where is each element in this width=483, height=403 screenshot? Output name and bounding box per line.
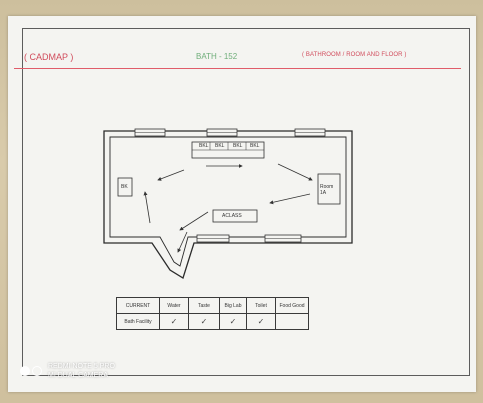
- arrow-left-down: [143, 191, 151, 224]
- top-box-cell-2: BKL: [215, 143, 225, 149]
- right-station-label: Room 1A: [320, 184, 334, 196]
- plan-inner-wall: [109, 136, 347, 267]
- table-row: Bath Facility ✓ ✓ ✓ ✓: [116, 313, 309, 330]
- checklist-table: CURRENT Water Taste Big Lab Toilet Food …: [116, 297, 309, 330]
- arrow-top-left: [157, 169, 185, 181]
- table-cell-check: ✓: [246, 313, 276, 330]
- table-header-cell: Big Lab: [219, 297, 247, 314]
- center-desk-label: ACLASS: [222, 213, 242, 219]
- header-right-title: ( BATHROOM / ROOM AND FLOOR ): [302, 52, 407, 58]
- table-cell-empty: [275, 313, 309, 330]
- camera-logo-icon: [20, 366, 42, 376]
- page-border: [22, 28, 470, 376]
- camera-watermark: REDMI NOTE 5 PRO MI DUAL CAMERA: [20, 362, 115, 380]
- plan-outer-wall: [103, 130, 353, 279]
- table-header-cell: Taste: [188, 297, 220, 314]
- arrow-entrance: [177, 231, 188, 253]
- left-station-label: BK: [121, 184, 128, 190]
- right-station-box: [317, 173, 341, 205]
- arrow-top-right: [277, 163, 313, 181]
- center-desk-box: [212, 209, 258, 223]
- table-cell-check: ✓: [159, 313, 189, 330]
- watermark-line-2: MI DUAL CAMERA: [48, 372, 109, 379]
- table-header-cell: CURRENT: [116, 297, 160, 314]
- header-divider: [14, 68, 461, 69]
- table-row-label: Bath Facility: [116, 313, 160, 330]
- table-cell-check: ✓: [219, 313, 247, 330]
- arrow-right-down: [269, 193, 311, 205]
- table-header-cell: Water: [159, 297, 189, 314]
- left-station-box: [117, 177, 133, 197]
- table-header-cell: Food Good: [275, 297, 309, 314]
- watermark-text: REDMI NOTE 5 PRO MI DUAL CAMERA: [48, 362, 115, 380]
- table-header-row: CURRENT Water Taste Big Lab Toilet Food …: [116, 297, 309, 314]
- header-center-title: BATH - 152: [196, 52, 238, 61]
- arrow-center-left: [179, 211, 209, 231]
- table-header-cell: Toilet: [246, 297, 276, 314]
- top-box-cell-3: BKL: [233, 143, 243, 149]
- header-left-title: ( CADMAP ): [24, 52, 74, 62]
- watermark-line-1: REDMI NOTE 5 PRO: [48, 363, 115, 370]
- top-box-cell-1: BKL: [199, 143, 209, 149]
- table-cell-check: ✓: [188, 313, 220, 330]
- top-box-cell-4: BKL: [250, 143, 260, 149]
